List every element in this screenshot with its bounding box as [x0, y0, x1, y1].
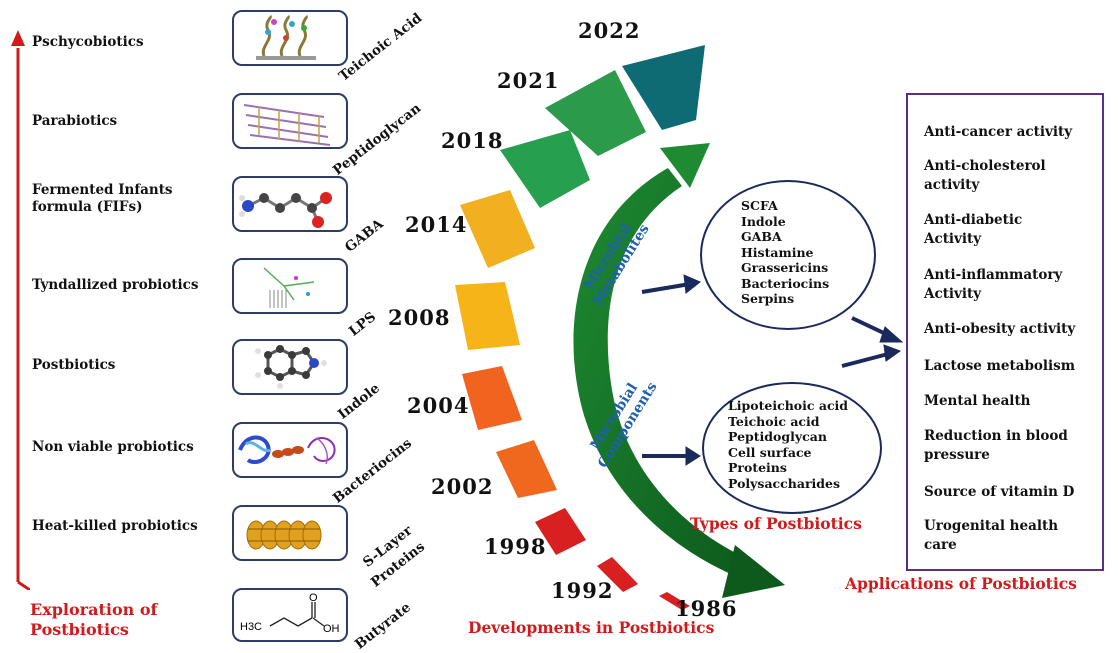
butyrate-image: H3C O OH: [232, 588, 348, 642]
explore-item-heat-killed: Heat-killed probiotics: [32, 518, 198, 534]
metabolites-circle: [700, 180, 876, 330]
block-1986: [659, 592, 690, 610]
app-item-anti-inflammatory: Anti-inflammatory Activity: [924, 267, 1063, 302]
explore-item-tyndallized: Tyndallized probiotics: [32, 277, 199, 293]
applications-box: Anti-cancer activity Anti-cholesterol ac…: [906, 93, 1104, 571]
metabolites-list: SCFA Indole GABA Histamine Grassericins …: [741, 198, 829, 307]
metabolite-item: GABA: [741, 229, 782, 244]
app-item-blood-pressure: Reduction in blood pressure: [924, 428, 1068, 463]
exploration-arrow: [11, 30, 30, 590]
year-2004: 2004: [407, 393, 470, 418]
butyrate-h3c-label: H3C: [240, 621, 262, 633]
bacteriocins-icon: [238, 435, 336, 465]
app-item-vitamin-d: Source of vitamin D: [924, 484, 1075, 500]
year-2014: 2014: [405, 212, 468, 237]
block-2002: [496, 440, 557, 498]
block-2021: [545, 70, 646, 156]
app-item-anti-cancer: Anti-cancer activity: [924, 124, 1073, 140]
butyrate-o-label: O: [309, 592, 318, 604]
app-item-anti-diabetic: Anti-diabetic Activity: [924, 212, 1023, 247]
component-item: Teichoic acid: [728, 413, 820, 429]
lps-image: [232, 258, 348, 314]
metabolite-item: Indole: [741, 213, 786, 229]
metabolite-item: Bacteriocins: [741, 275, 830, 291]
indole-molecule-icon: [255, 345, 327, 389]
teichoic-acid-image: [232, 10, 348, 66]
component-item: Lipoteichoic acid: [728, 398, 849, 413]
bacteriocins-image: [232, 422, 348, 478]
year-1998: 1998: [484, 534, 547, 559]
metabolite-item: Serpins: [741, 291, 795, 306]
metabolite-item: SCFA: [741, 198, 778, 213]
components-list: Lipoteichoic acid Teichoic acid Peptidog…: [728, 398, 848, 491]
explore-item-postbiotics: Postbiotics: [32, 357, 116, 373]
component-item: Peptidoglycan: [728, 429, 827, 444]
app-item-mental-health: Mental health: [924, 393, 1031, 409]
types-caption: Types of Postbiotics: [690, 514, 862, 533]
explore-item-pschycobiotics: Pschycobiotics: [32, 34, 144, 50]
component-item: Polysaccharides: [728, 475, 841, 491]
butyrate-structure-icon: H3C O OH: [240, 592, 340, 635]
metabolite-item: Histamine: [741, 244, 814, 260]
explore-item-parabiotics: Parabiotics: [32, 113, 118, 129]
gaba-molecule-icon: [239, 192, 332, 228]
block-1992: [597, 557, 638, 592]
block-2014: [460, 190, 535, 268]
exploration-caption: Exploration of Postbiotics: [30, 600, 157, 640]
gaba-image: [232, 176, 348, 232]
s-layer-proteins-image: [232, 505, 348, 561]
metabolite-item: Grassericins: [741, 260, 829, 275]
year-2008: 2008: [388, 305, 451, 330]
app-item-lactose: Lactose metabolism: [924, 358, 1076, 374]
component-item: Proteins: [728, 460, 787, 475]
peptidoglycan-icon: [243, 104, 331, 146]
app-item-anti-cholesterol: Anti-cholesterol activity: [924, 158, 1046, 193]
app-item-anti-obesity: Anti-obesity activity: [924, 321, 1076, 337]
app-item-urogenital: Urogenital health care: [924, 518, 1059, 553]
year-2021: 2021: [497, 68, 560, 93]
exploration-caption-line2: Postbiotics: [30, 620, 129, 639]
s-layer-icon: [246, 520, 322, 550]
explore-item-fifs: Fermented Infants formula (FIFs): [32, 182, 173, 215]
year-2022: 2022: [578, 18, 641, 43]
exploration-caption-line1: Exploration of: [30, 600, 158, 619]
butyrate-oh-label: OH: [323, 623, 340, 635]
component-item: Cell surface: [728, 444, 812, 460]
block-2008: [455, 282, 520, 350]
block-2004: [462, 366, 522, 430]
peptidoglycan-image: [232, 93, 348, 149]
year-2002: 2002: [431, 474, 494, 499]
block-2018: [500, 130, 590, 208]
developments-caption: Developments in Postbiotics: [468, 618, 715, 637]
lps-icon: [263, 267, 315, 308]
block-1998: [535, 508, 586, 555]
block-2022: [622, 45, 705, 130]
explore-item-non-viable: Non viable probiotics: [32, 439, 194, 455]
indole-image: [232, 339, 348, 395]
year-1986: 1986: [675, 596, 738, 621]
components-circle: [702, 382, 882, 514]
year-2018: 2018: [441, 128, 504, 153]
applications-caption: Applications of Postbiotics: [845, 574, 1077, 593]
teichoic-acid-icon: [256, 14, 316, 60]
year-1992: 1992: [551, 578, 614, 603]
